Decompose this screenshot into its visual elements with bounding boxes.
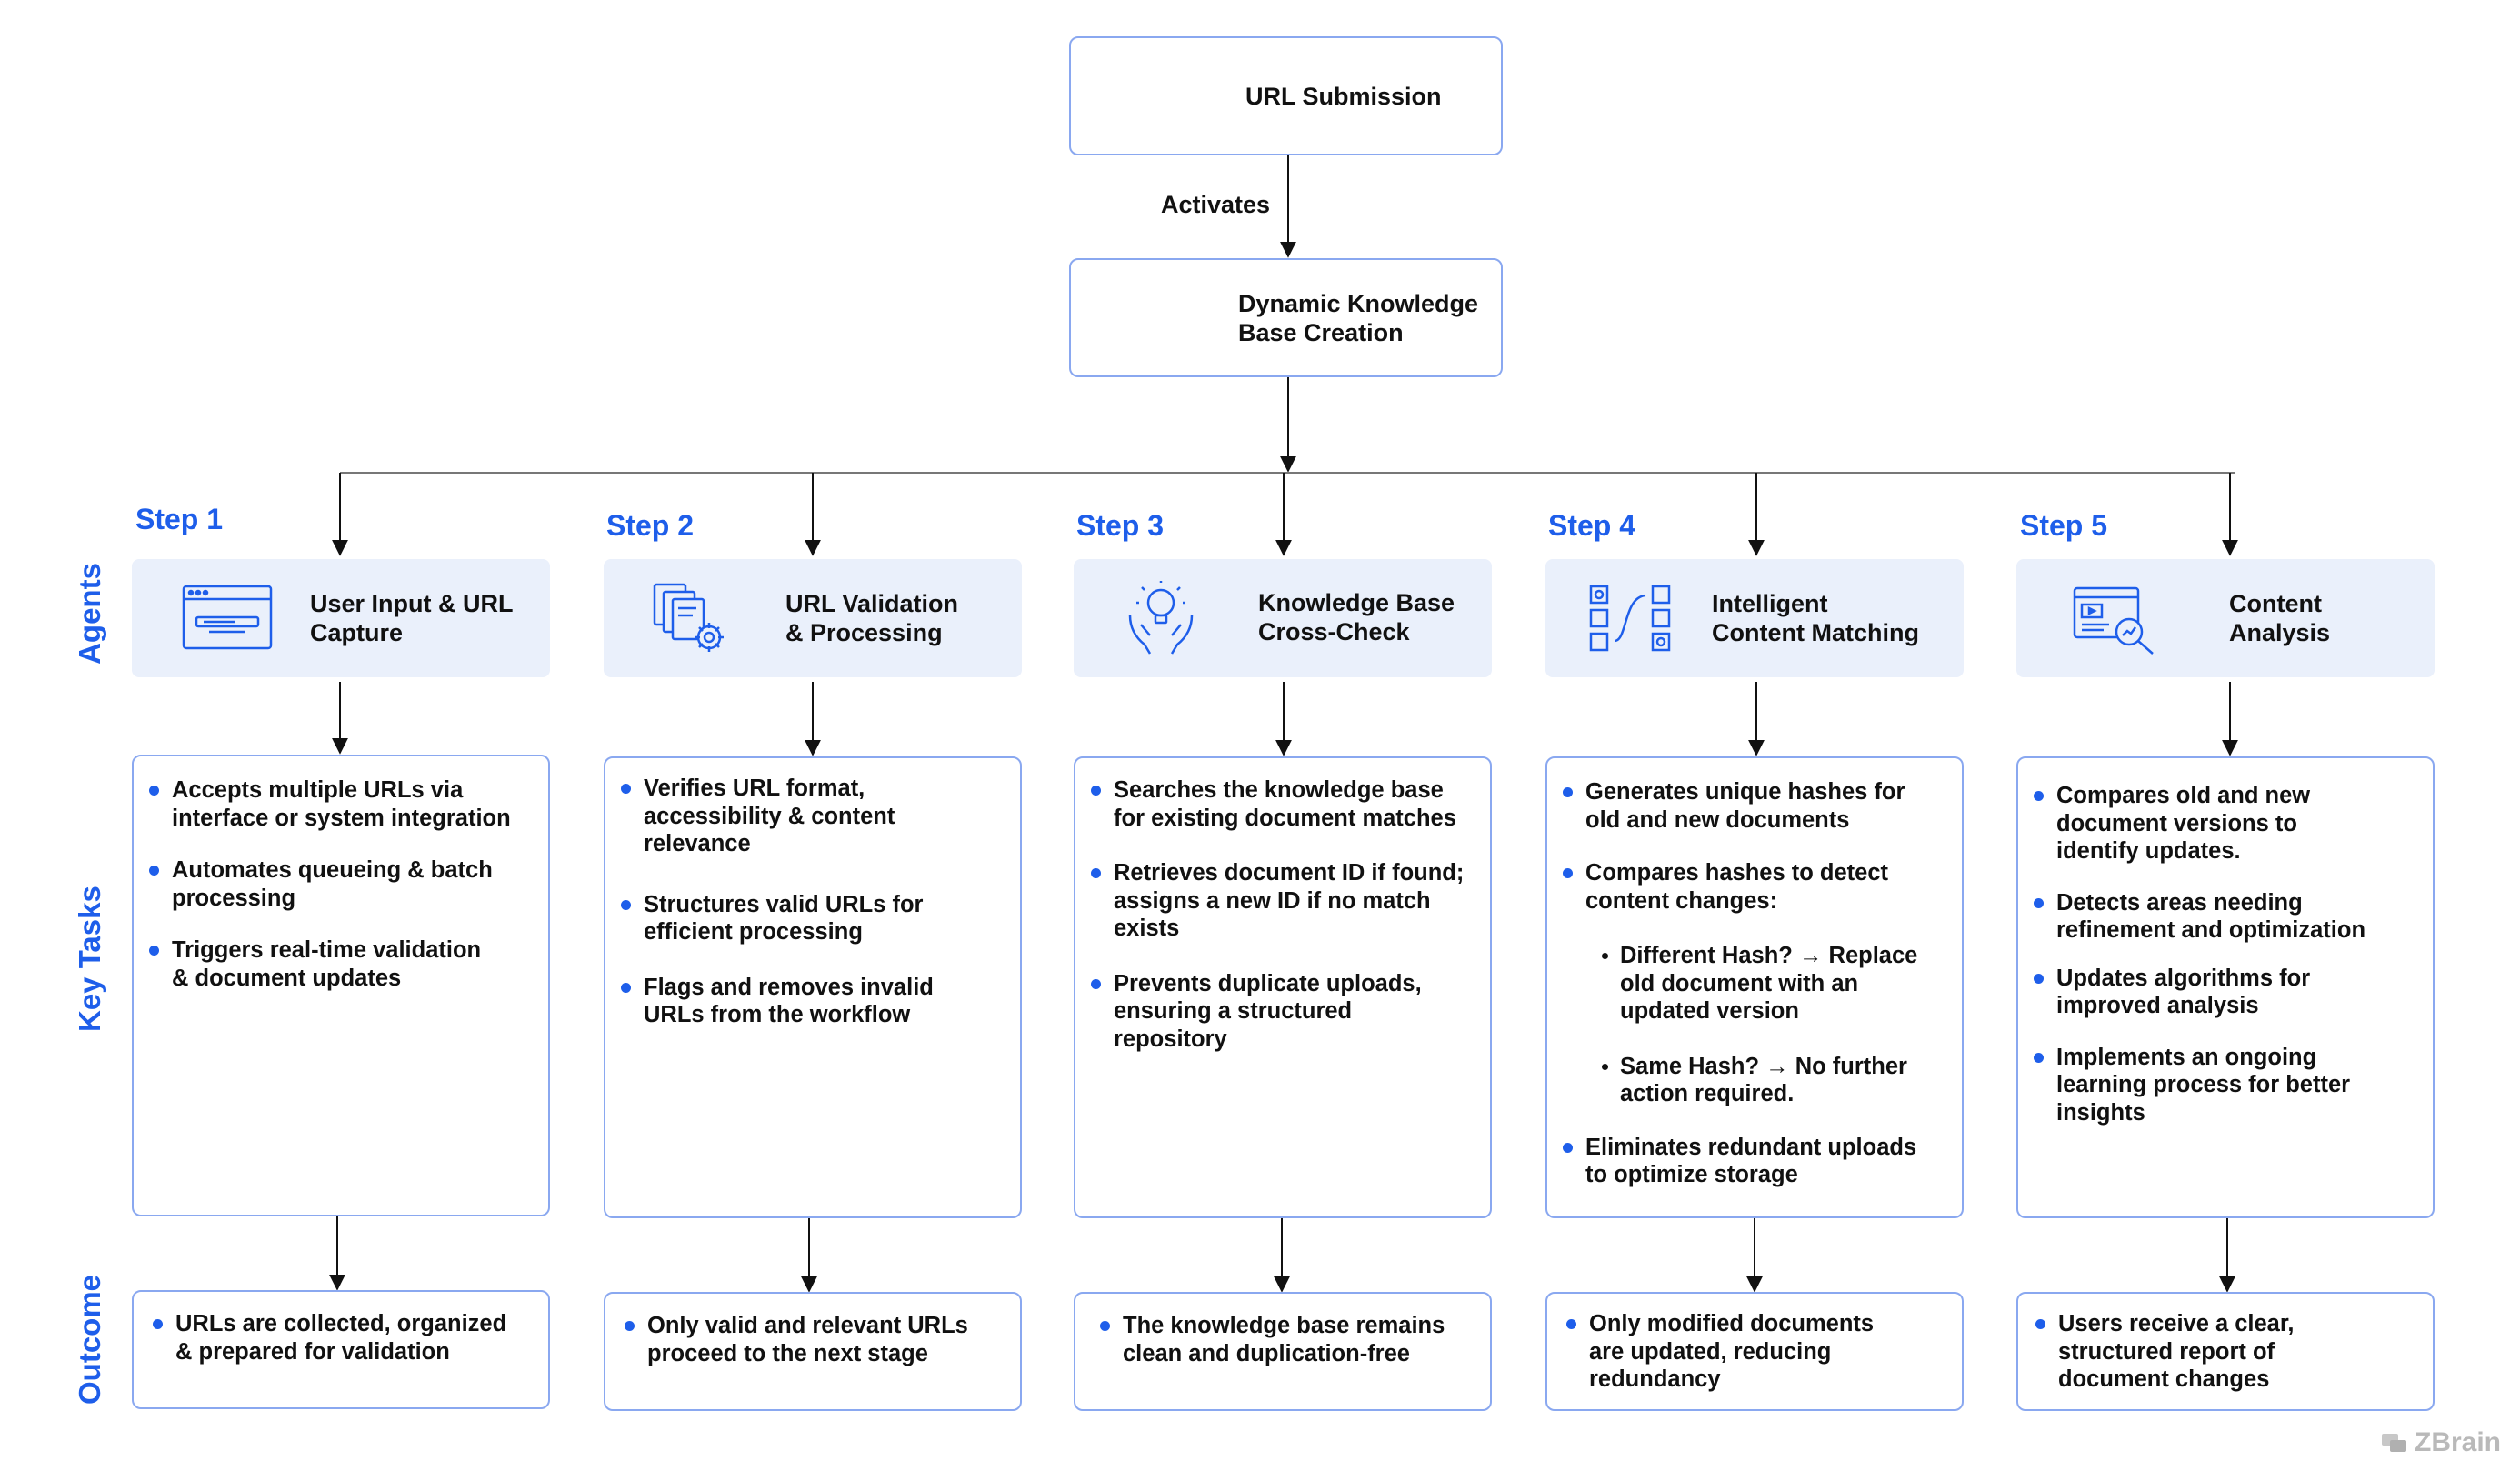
agent-label-step-2: URL Validation & Processing xyxy=(785,590,959,646)
key-tasks-box-step-3: Searches the knowledge base for existing… xyxy=(1074,756,1492,1218)
step-1-title: Step 1 xyxy=(135,503,224,535)
outcome-text: Users receive a clear, structured report… xyxy=(2035,1310,2413,1394)
task-item: Accepts multiple URLs via interface or s… xyxy=(149,776,528,832)
task-item: Detects areas needing refinement and opt… xyxy=(2034,889,2413,945)
task-item: Flags and removes invalid URLs from the … xyxy=(621,974,1000,1029)
agent-box-step-4: Intelligent Content Matching xyxy=(1545,559,1964,677)
key-tasks-box-step-5: Compares old and new document versions t… xyxy=(2016,756,2435,1218)
key-tasks-box-step-4: Generates unique hashes for old and new … xyxy=(1545,756,1964,1218)
outcome-text: URLs are collected, organized & prepared… xyxy=(153,1310,528,1366)
task-item: Compares old and new document versions t… xyxy=(2034,782,2413,866)
task-item: Retrieves document ID if found; assigns … xyxy=(1091,859,1470,943)
task-item: Generates unique hashes for old and new … xyxy=(1563,778,1942,834)
agent-label-step-5: Content Analysis xyxy=(2229,590,2331,646)
subtask-item: Same Hash? → No further action required. xyxy=(1602,1053,1942,1108)
step-3-title: Step 3 xyxy=(1076,509,1165,542)
agent-box-step-3: Knowledge Base Cross-Check xyxy=(1074,559,1492,677)
agent-box-step-2: URL Validation & Processing xyxy=(604,559,1022,677)
outcome-box-step-1: URLs are collected, organized & prepared… xyxy=(132,1290,550,1409)
task-item: Structures valid URLs for efficient proc… xyxy=(621,891,1000,946)
agent-label-step-3: Knowledge Base Cross-Check xyxy=(1258,589,1455,645)
kb-creation-box: Dynamic Knowledge Base Creation xyxy=(1069,258,1503,377)
url-submission-label: URL Submission xyxy=(1245,82,1442,110)
brand-name: ZBrain xyxy=(2415,1427,2502,1457)
browser-window-icon xyxy=(182,585,273,650)
outcome-box-step-3: The knowledge base remains clean and dup… xyxy=(1074,1292,1492,1411)
row-label-outcome: Outcome xyxy=(73,1274,106,1405)
step-2-title: Step 2 xyxy=(606,509,695,542)
task-item: Verifies URL format, accessibility & con… xyxy=(621,775,1000,858)
key-tasks-box-step-1: Accepts multiple URLs via interface or s… xyxy=(132,755,550,1216)
outcome-box-step-4: Only modified documents are updated, red… xyxy=(1545,1292,1964,1411)
matching-blocks-icon xyxy=(1589,585,1671,652)
task-item: Prevents duplicate uploads, ensuring a s… xyxy=(1091,970,1470,1054)
outcome-text: Only valid and relevant URLs proceed to … xyxy=(625,1312,1000,1367)
kb-creation-label: Dynamic Knowledge Base Creation xyxy=(1238,289,1479,346)
step-5-title: Step 5 xyxy=(2020,509,2108,542)
documents-gear-icon xyxy=(653,583,724,652)
task-item: Triggers real-time validation & document… xyxy=(149,936,528,992)
task-item: Automates queueing & batch processing xyxy=(149,856,528,912)
monitor-magnifier-icon xyxy=(2073,586,2154,655)
outcome-box-step-2: Only valid and relevant URLs proceed to … xyxy=(604,1292,1022,1411)
step-4-title: Step 4 xyxy=(1548,509,1636,542)
outcome-text: The knowledge base remains clean and dup… xyxy=(1100,1312,1470,1367)
task-item: Eliminates redundant uploads to optimize… xyxy=(1563,1134,1942,1189)
task-item: Compares hashes to detect content change… xyxy=(1563,859,1942,915)
chat-bubble-icon xyxy=(2382,1434,2406,1452)
hands-lightbulb-icon xyxy=(1128,581,1194,655)
task-item: Searches the knowledge base for existing… xyxy=(1091,776,1470,832)
row-label-agents: Agents xyxy=(73,563,106,665)
activates-label: Activates xyxy=(1161,191,1271,218)
zbrain-logo: ZBrain xyxy=(2382,1427,2501,1458)
agent-label-step-1: User Input & URL Capture xyxy=(310,590,514,646)
task-item: Updates algorithms for improved analysis xyxy=(2034,965,2413,1020)
url-submission-box: URL Submission xyxy=(1069,36,1503,155)
key-tasks-box-step-2: Verifies URL format, accessibility & con… xyxy=(604,756,1022,1218)
subtask-item: Different Hash? → Replace old document w… xyxy=(1602,942,1942,1026)
row-label-key-tasks: Key Tasks xyxy=(73,886,106,1032)
task-item: Implements an ongoing learning process f… xyxy=(2034,1044,2413,1127)
agent-label-step-4: Intelligent Content Matching xyxy=(1712,590,1919,646)
outcome-box-step-5: Users receive a clear, structured report… xyxy=(2016,1292,2435,1411)
outcome-text: Only modified documents are updated, red… xyxy=(1566,1310,1942,1394)
agent-box-step-1: User Input & URL Capture xyxy=(132,559,550,677)
agent-box-step-5: Content Analysis xyxy=(2016,559,2435,677)
